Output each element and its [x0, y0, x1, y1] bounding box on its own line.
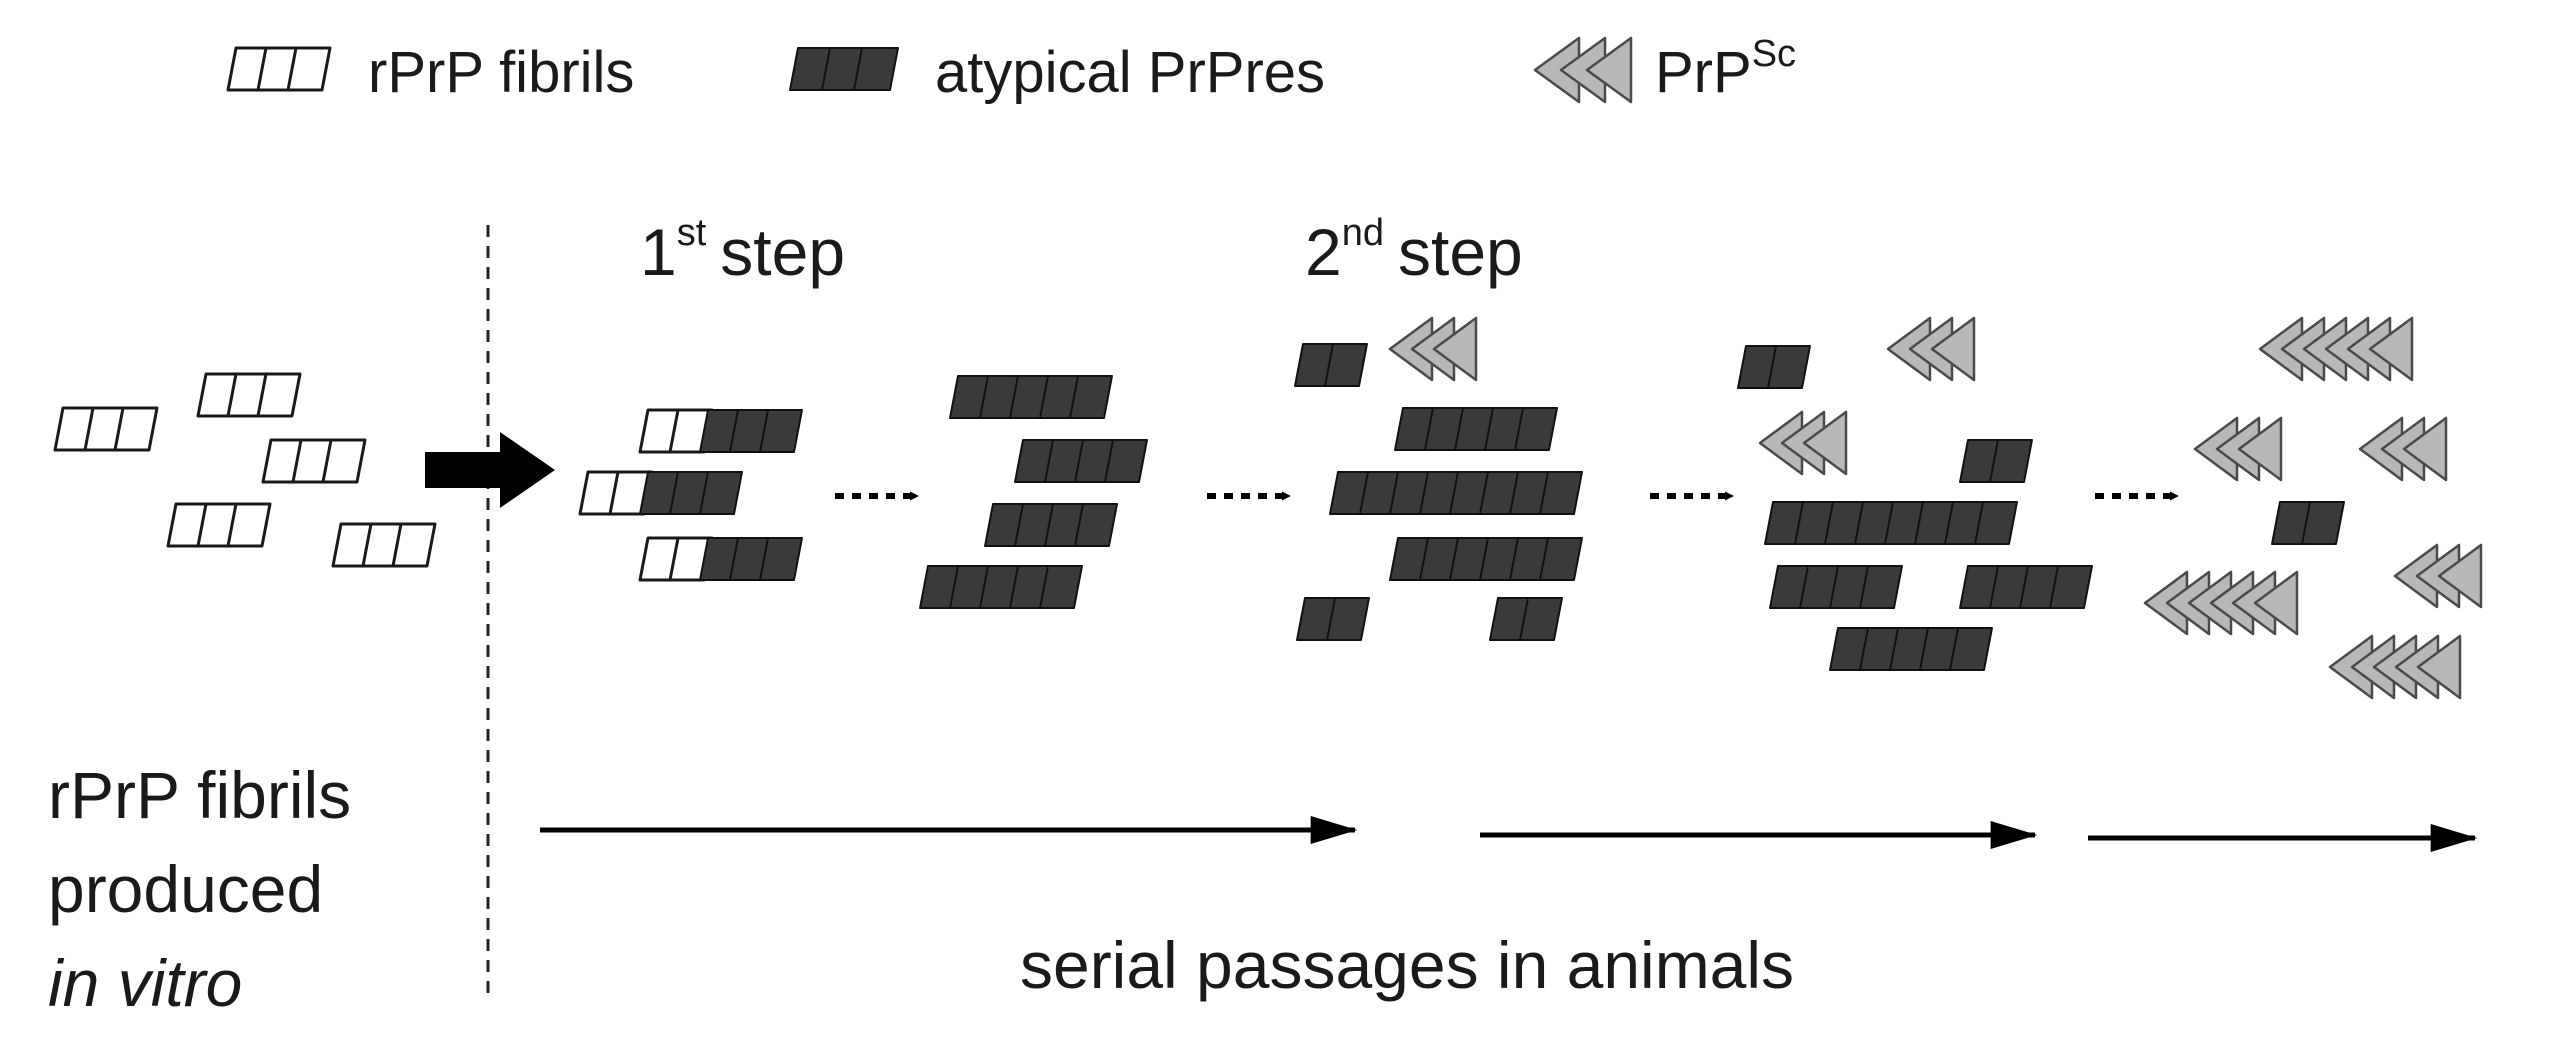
second-step-num: 2	[1305, 215, 1342, 289]
atypical-prpres-icon	[2049, 565, 2093, 609]
prpsc-icon	[1533, 36, 1633, 104]
prpsc-icon	[1432, 316, 1478, 382]
atypical-prpres-icon	[1074, 503, 1118, 547]
second-step-transition-cluster	[1737, 316, 2093, 671]
atypical-prpres-icon	[853, 47, 899, 91]
second-step-word: step	[1398, 215, 1523, 289]
atypical-prpres-icon	[1514, 407, 1558, 451]
prpsc-icon	[1930, 316, 1976, 382]
atypical-prpres-icon	[1949, 627, 1993, 671]
rprp-fibril-icon	[226, 46, 332, 92]
rprp-fibril-icon	[256, 372, 302, 418]
prpsc-icon	[2437, 543, 2483, 609]
atypical-prpres-icon	[1974, 501, 2018, 545]
left-label-line3: in vitro	[48, 946, 242, 1020]
first-step-mixed-cluster	[578, 408, 803, 582]
left-label-line2: produced	[48, 852, 323, 926]
rprp-fibril-icon	[286, 46, 332, 92]
rprp-fibril-icon	[226, 502, 272, 548]
atypical-prpres-icon	[789, 47, 899, 91]
atypical-prpres-icon	[1539, 537, 1583, 581]
atypical-prpres-icon	[2301, 501, 2345, 545]
first-step-word: step	[720, 215, 845, 289]
atypical-prpres-icon	[1539, 471, 1583, 515]
atypical-prpres-icon	[759, 537, 803, 581]
prpsc-icon	[2253, 570, 2299, 636]
prpsc-icon	[1802, 410, 1848, 476]
atypical-prpres-icon	[699, 471, 743, 515]
atypical-prpres-icon	[1859, 565, 1903, 609]
legend-prpsc-sup: Sc	[1752, 33, 1796, 75]
rprp-fibril-icon	[391, 522, 437, 568]
prpsc-icon	[2368, 316, 2414, 382]
legend-prpsc-base: PrP	[1655, 40, 1752, 105]
first-step-prpres-cluster	[919, 375, 1148, 609]
prpsc-icon	[2416, 634, 2462, 700]
atypical-prpres-icon	[1039, 565, 1083, 609]
prpsc-icon	[2237, 416, 2283, 482]
prpsc-icon	[2402, 416, 2448, 482]
in-vitro-fibril-cluster	[53, 372, 437, 568]
final-prpsc-cluster	[2143, 316, 2483, 700]
serial-passages-label: serial passages in animals	[1020, 928, 1794, 1002]
legend-prpsc: PrPSc	[1655, 33, 1796, 105]
legend: rPrP fibrils atypical PrPres PrPSc	[226, 33, 1796, 105]
atypical-prpres-icon	[759, 409, 803, 453]
legend-atypical-prpres: atypical PrPres	[935, 40, 1325, 105]
rprp-fibril-icon	[321, 438, 367, 484]
prpsc-icon	[1585, 36, 1633, 104]
atypical-prpres-icon	[1326, 597, 1370, 641]
rprp-fibril-icon	[113, 406, 159, 452]
second-step-sup: nd	[1342, 212, 1384, 254]
atypical-prpres-icon	[1069, 375, 1113, 419]
atypical-prpres-icon	[1519, 597, 1563, 641]
left-label-line1: rPrP fibrils	[48, 758, 351, 832]
atypical-prpres-icon	[1324, 343, 1368, 387]
second-step-mixed-cluster	[1294, 316, 1583, 641]
atypical-prpres-icon	[1767, 345, 1811, 389]
block-arrow-icon	[425, 432, 555, 508]
atypical-prpres-icon	[1104, 439, 1148, 483]
legend-rprp-fibrils: rPrP fibrils	[368, 40, 634, 105]
atypical-prpres-icon	[1989, 439, 2033, 483]
first-step-sup: st	[677, 212, 707, 254]
first-step-num: 1	[640, 215, 677, 289]
